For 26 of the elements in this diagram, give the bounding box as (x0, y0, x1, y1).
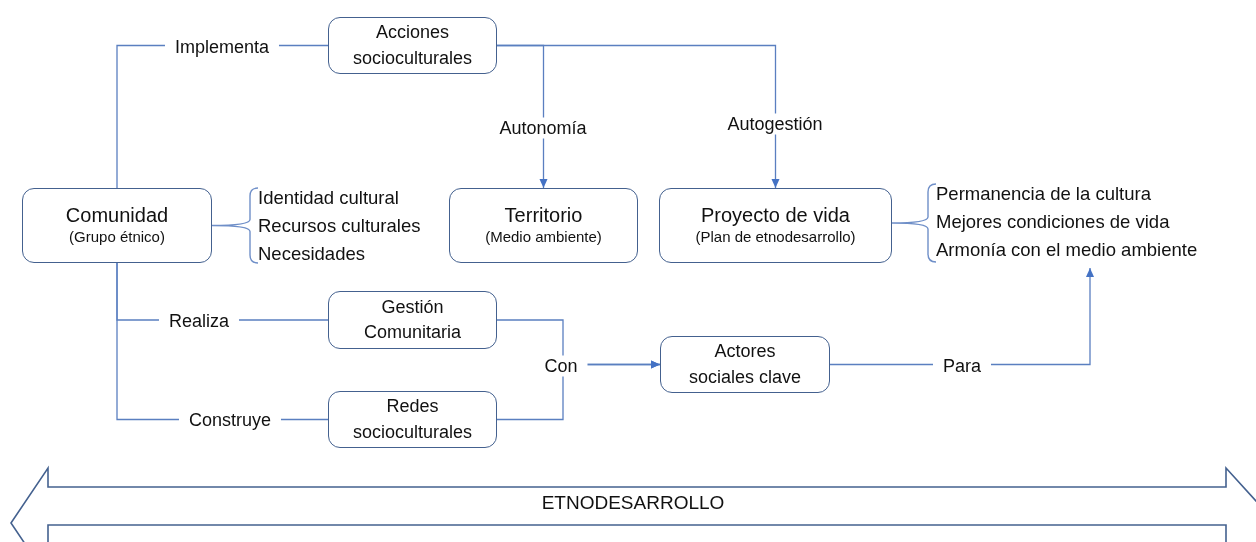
double-arrow-band (10, 467, 1256, 542)
attribute-text: Armonía con el medio ambiente (936, 238, 1198, 262)
attribute-text: Permanencia de la cultura (936, 182, 1152, 206)
node-title: Redes socioculturales (351, 395, 474, 444)
rounded-box (328, 391, 497, 448)
attribute-text: Identidad cultural (258, 186, 400, 210)
node-title: Territorio (504, 204, 583, 228)
node-title: Comunidad (65, 204, 169, 228)
rounded-box (22, 188, 212, 263)
rounded-box (660, 336, 830, 393)
node-subtitle: (Grupo étnico) (69, 227, 165, 247)
node-title: Acciones socioculturales (351, 21, 474, 70)
node-subtitle: (Plan de etnodesarrollo) (695, 227, 856, 247)
node-subtitle: (Medio ambiente) (485, 227, 602, 247)
rounded-box (328, 291, 497, 349)
node-title: Actores sociales clave (687, 340, 803, 389)
attribute-text: Recursos culturales (258, 214, 421, 238)
attribute-text: Mejores condiciones de vida (936, 210, 1171, 234)
band-label: ETNODESARROLLO (541, 491, 725, 514)
node-title: Proyecto de vida (701, 204, 850, 228)
rounded-box (328, 17, 497, 74)
attribute-text: Necesidades (258, 242, 366, 266)
arrow (496, 44, 780, 189)
rounded-box (659, 188, 892, 263)
rounded-box (449, 188, 638, 263)
node-title: Gestión Comunitaria (362, 295, 462, 344)
